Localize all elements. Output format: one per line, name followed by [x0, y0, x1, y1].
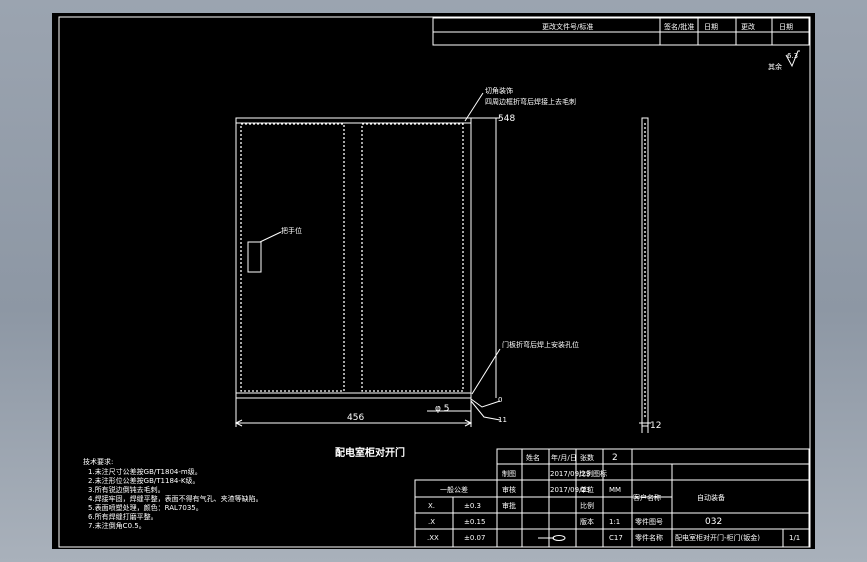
part-no-label: 零件图号	[635, 517, 663, 526]
callout-bottom-right: 门板折弯后焊上安装孔位	[502, 340, 579, 349]
unit-label: 单位	[580, 485, 594, 494]
part-name-value: 配电室柜对开门-柜门(钣金)	[675, 533, 760, 542]
revision-title: 更改文件号/标准	[542, 22, 593, 31]
col-date: 年/月/日	[551, 453, 577, 462]
dimension-width: 456	[234, 398, 473, 427]
door-side-view: 12	[639, 117, 661, 433]
door-front-view: 把手位	[235, 117, 472, 399]
callout-top-right: 切角装饰 四周边框折弯后焊接上去毛刺	[464, 86, 576, 122]
note-line: 3.所有锐边倒钝去毛刺。	[88, 485, 165, 494]
tolerance-row-value: ±0.07	[464, 534, 485, 542]
surface-finish-symbol: 其余 6.3	[768, 50, 800, 71]
customer-value: 自动装备	[697, 493, 725, 502]
left-leaf	[240, 123, 345, 392]
dimension-hole: φ 5 0 11	[427, 396, 507, 424]
revision-col5: 日期	[779, 23, 793, 31]
cad-viewport[interactable]: 更改文件号/标准 签名/批准 日期 更改 日期 其余 6.3 把手位 切角装饰 …	[52, 13, 815, 549]
note-line: 5.表面喷塑处理，颜色：RAL7035。	[88, 503, 203, 512]
notes-heading: 技术要求:	[83, 457, 113, 466]
callout-top-right-1: 切角装饰	[485, 86, 513, 95]
dim-height: 548	[498, 114, 515, 124]
sheet-label: 张数	[580, 453, 594, 462]
part-no-value: 032	[705, 517, 722, 527]
handle-slot	[247, 241, 262, 273]
dim-hole: φ 5	[435, 404, 450, 414]
customer-label: 客户名称	[633, 493, 661, 502]
revision-col4: 更改	[741, 22, 755, 31]
revision-table: 更改文件号/标准 签名/批准 日期 更改 日期	[432, 17, 810, 46]
drawing-no-label: 版本	[580, 517, 594, 526]
drawer-date: 2017/09/23	[550, 470, 590, 478]
surface-finish-value: 6.3	[787, 52, 798, 60]
checker-label: 审核	[502, 485, 516, 494]
sheet-value: 2	[612, 453, 618, 463]
tolerance-row-label: X.	[428, 502, 435, 510]
note-line: 1.未注尺寸公差按GB/T1804-m级。	[88, 467, 202, 476]
approver-label: 审批	[502, 501, 516, 510]
callout-handle: 把手位	[281, 226, 302, 235]
note-line: 2.未注形位公差按GB/T1184-K级。	[88, 476, 199, 485]
surface-finish-label: 其余	[768, 62, 782, 71]
revision-col2: 签名/批准	[664, 22, 694, 31]
callout-top-right-2: 四周边框折弯后焊接上去毛刺	[485, 97, 576, 106]
cad-drawing: 更改文件号/标准 签名/批准 日期 更改 日期 其余 6.3 把手位 切角装饰 …	[58, 16, 811, 548]
drawing-title: 配电室柜对开门	[335, 446, 405, 459]
dimension-height: 548	[471, 114, 515, 398]
dim-width: 456	[347, 413, 364, 423]
revision-col3: 日期	[704, 23, 718, 31]
dim-thickness: 12	[650, 421, 661, 431]
tolerance-table: 一般公差 X. ±0.3 .X ±0.15 .XX ±0.07	[414, 479, 498, 548]
right-leaf	[361, 123, 464, 392]
technical-notes: 技术要求: 1.未注尺寸公差按GB/T1804-m级。 2.未注形位公差按GB/…	[83, 457, 263, 530]
callout-bottom-right: 门板折弯后焊上安装孔位	[471, 340, 579, 395]
tolerance-header: 一般公差	[440, 485, 468, 494]
signature-mark	[538, 535, 566, 541]
page-indicator: 1/1	[789, 534, 800, 542]
drawer-label: 制图	[502, 469, 516, 478]
note-line: 7.未注倒角C0.5。	[88, 521, 146, 530]
title-block: 姓名 年/月/日 张数 2 制图 2017/09/23 比例图标 审核 2017…	[496, 448, 810, 548]
note-line: 4.焊接牢固，焊缝平整，表面不得有气孔、夹渣等缺陷。	[88, 494, 263, 503]
dim-edge-1: 0	[498, 396, 502, 404]
unit-value: MM	[609, 486, 621, 494]
scale-label: 比例	[580, 501, 594, 510]
checker-date: 2017/09/23	[550, 486, 590, 494]
material-label: 比例图标	[579, 469, 607, 478]
col-name: 姓名	[526, 453, 540, 462]
scale-value: 1:1	[609, 518, 620, 526]
tolerance-row-value: ±0.3	[464, 502, 481, 510]
tolerance-row-label: .X	[428, 518, 435, 526]
tolerance-row-label: .XX	[427, 534, 439, 542]
drawing-no-value: C17	[609, 534, 623, 542]
dim-edge-2: 11	[498, 416, 507, 424]
note-line: 6.所有焊缝打磨平整。	[88, 512, 158, 521]
part-name-label: 零件名称	[635, 533, 663, 542]
tolerance-row-value: ±0.15	[464, 518, 485, 526]
